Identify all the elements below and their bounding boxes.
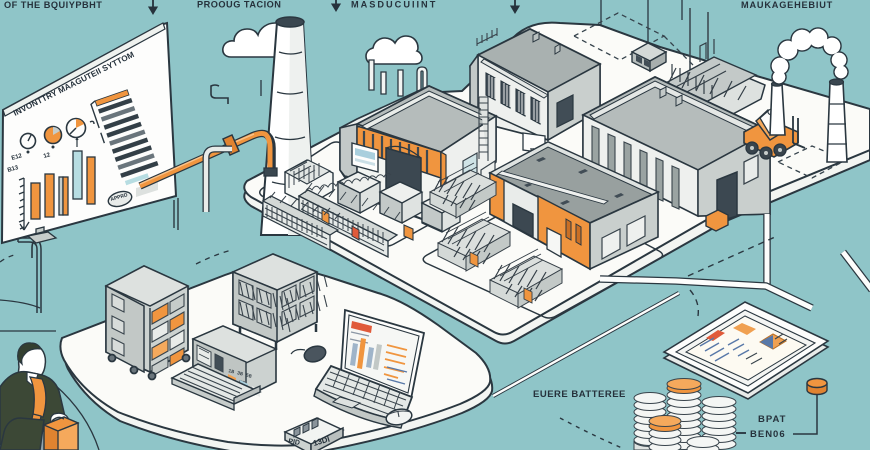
svg-text:B13: B13 — [7, 165, 20, 174]
svg-text:MASDUCUIINT: MASDUCUIINT — [351, 0, 437, 10]
svg-text:APPRD: APPRD — [110, 192, 129, 203]
svg-text:PROOUG TACION: PROOUG TACION — [197, 0, 281, 10]
svg-text:13DI: 13DI — [312, 435, 331, 448]
svg-text:BEN06: BEN06 — [750, 429, 786, 440]
svg-text:BPAT: BPAT — [758, 414, 786, 425]
svg-text:E12: E12 — [11, 153, 24, 162]
svg-text:EUERE BATTEREE: EUERE BATTEREE — [533, 389, 626, 400]
svg-text:PID: PID — [288, 438, 301, 447]
svg-text:1B 3B 5B: 1B 3B 5B — [228, 368, 253, 380]
svg-text:OF THE BQUIYPBHT: OF THE BQUIYPBHT — [4, 0, 102, 10]
svg-text:12: 12 — [43, 152, 52, 160]
svg-text:MAUKAGEHEBIUT: MAUKAGEHEBIUT — [741, 0, 833, 10]
